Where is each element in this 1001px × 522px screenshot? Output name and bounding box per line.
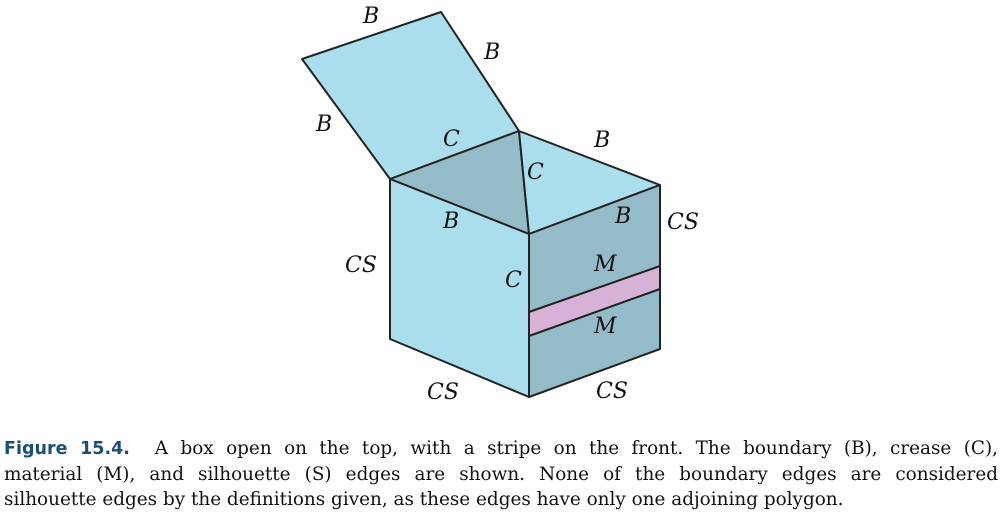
caption-line-1: Figure 15.4. A box open on the top, with… [4, 436, 998, 462]
label-front-corner: C [505, 268, 522, 293]
label-right-top-front: B [614, 204, 631, 229]
label-bottom-right: CS [596, 379, 628, 404]
caption-text-3: silhouette edges by the definitions give… [4, 489, 844, 510]
label-stripe-bottom: M [593, 314, 617, 339]
caption-line-3: silhouette edges by the definitions give… [4, 487, 998, 512]
figure-caption: Figure 15.4. A box open on the top, with… [4, 436, 998, 512]
label-stripe-top: M [593, 252, 617, 277]
caption-label: Figure 15.4. [4, 439, 130, 459]
material-stripe [528, 265, 661, 337]
label-front-top: B [442, 209, 459, 234]
caption-text-2: material (M), and silhouette (S) edges a… [4, 464, 998, 485]
caption-line-2: material (M), and silhouette (S) edges a… [4, 462, 998, 487]
caption-text-1: A box open on the top, with a stripe on … [154, 438, 998, 459]
label-left-silhouette: CS [345, 253, 377, 278]
label-lid-left: B [315, 112, 332, 137]
label-lid-top: B [362, 4, 379, 29]
box-diagram: B B B C B C B CS B CS C M M CS CS [301, 4, 699, 405]
label-bottom-left: CS [427, 380, 459, 405]
label-lid-hinge: C [443, 127, 460, 152]
label-right-silhouette: CS [667, 210, 699, 235]
label-inner-corner: C [527, 160, 544, 185]
label-back-right-top: B [593, 128, 610, 153]
label-lid-right: B [483, 40, 500, 65]
